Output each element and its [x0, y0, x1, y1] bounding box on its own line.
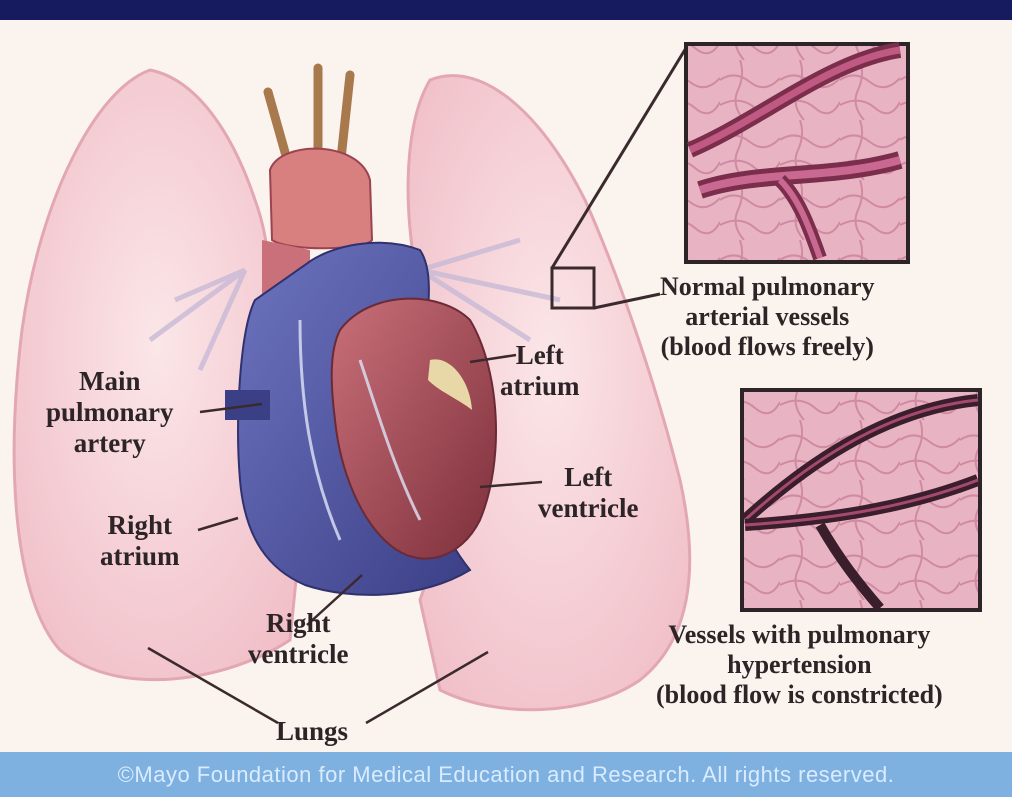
main-pulmonary-artery-label: Main pulmonary artery: [46, 366, 174, 459]
left-ventricle-label: Left ventricle: [538, 462, 638, 524]
normal-vessels-caption: Normal pulmonary arterial vessels (blood…: [660, 272, 875, 362]
normal-vessels-inset: [686, 44, 908, 262]
right-atrium-label: Right atrium: [100, 510, 179, 572]
hypertension-vessels-inset: [742, 390, 980, 610]
left-atrium-label: Left atrium: [500, 340, 579, 402]
lungs-label: Lungs: [276, 716, 348, 747]
aorta: [270, 149, 372, 249]
hypertension-vessels-caption: Vessels with pulmonary hypertension (blo…: [656, 620, 943, 710]
copyright-footer: ©Mayo Foundation for Medical Education a…: [0, 752, 1012, 797]
right-ventricle-label: Right ventricle: [248, 608, 348, 670]
